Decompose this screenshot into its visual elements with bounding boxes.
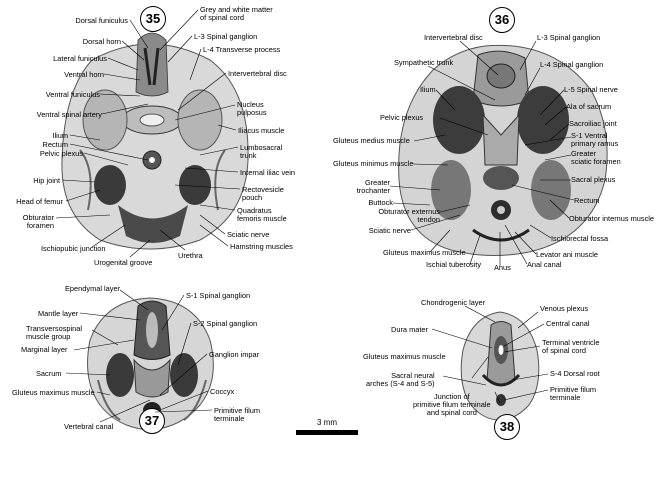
label-sacral-neural-arches: Sacral neural arches (S-4 and S-5) bbox=[366, 371, 435, 389]
label-urogenital-groove: Urogenital groove bbox=[94, 258, 153, 267]
label-ilium: Ilium bbox=[420, 85, 436, 94]
label-ischiopubic-junction: Ischiopubic junction bbox=[41, 244, 106, 253]
panel-number-35: 35 bbox=[140, 6, 166, 32]
label-gluteus-minimus: Gluteus minimus muscle bbox=[333, 159, 414, 168]
label-ependymal-layer: Ependymal layer bbox=[65, 284, 121, 293]
label-sympathetic-trunk: Sympathetic trunk bbox=[394, 58, 454, 67]
label-sciatic-nerve: Sciatic nerve bbox=[227, 230, 270, 239]
label-primitive-filum: Primitive filum terminale bbox=[214, 406, 260, 424]
label-terminal-ventricle: Terminal ventricle of spinal cord bbox=[542, 338, 600, 356]
label-gluteus-maximus: Gluteus maximus muscle bbox=[12, 388, 95, 397]
label-hamstring-muscles: Hamstring muscles bbox=[230, 242, 293, 251]
label-obturator-externus-tendon: Obturator externus tendon bbox=[378, 207, 440, 225]
label-internal-iliac-vein: Internal iliac vein bbox=[240, 168, 296, 177]
label-junction: Junction of primitive filum terminale an… bbox=[413, 392, 491, 418]
label-l4-spinal-ganglion: L-4 Spinal ganglion bbox=[540, 60, 604, 69]
label-rectovesicle-pouch: Rectovesicle pouch bbox=[242, 185, 284, 203]
label-ventral-funiculus: Ventral funiculus bbox=[45, 90, 100, 99]
label-sacroiliac-joint: Sacroiliac joint bbox=[569, 119, 617, 128]
label-dura-mater: Dura mater bbox=[391, 325, 428, 334]
label-sciatic-nerve: Sciatic nerve bbox=[368, 226, 411, 235]
label-gluteus-medius: Gluteus medius muscle bbox=[333, 136, 410, 145]
label-urethra: Urethra bbox=[178, 251, 203, 260]
label-greater-sciatic-foramen: Greater sciatic foramen bbox=[571, 149, 621, 167]
label-transversospinal: Transversospinal muscle group bbox=[26, 324, 82, 342]
label-lumbosacral-trunk: Lumbosacral trunk bbox=[240, 143, 283, 161]
panel-35: 35 Dorsal funiculus Grey and white matte… bbox=[0, 0, 333, 280]
label-ala-of-sacrum: Ala of sacrum bbox=[566, 102, 612, 111]
label-gluteus-maximus: Gluteus maximus muscle bbox=[363, 352, 446, 361]
label-pelvic-plexus: Pelvic plexus bbox=[39, 149, 83, 158]
panel-number-38: 38 bbox=[494, 414, 520, 440]
label-s1-ventral-ramus: S-1 Ventral primary ramus bbox=[571, 131, 619, 149]
scale-bar bbox=[296, 430, 358, 435]
label-s2-spinal-ganglion: S-2 Spinal ganglion bbox=[193, 319, 258, 328]
label-ventral-spinal-artery: Ventral spinal artery bbox=[36, 110, 102, 119]
label-l3-spinal-ganglion: L-3 Spinal ganglion bbox=[194, 32, 258, 41]
label-anal-canal: Anal canal bbox=[527, 260, 562, 269]
label-head-of-femur: Head of femur bbox=[16, 197, 63, 206]
label-anus: Anus bbox=[494, 263, 511, 272]
label-l5-spinal-nerve: L-5 Spinal nerve bbox=[564, 85, 618, 94]
label-dorsal-funiculus: Dorsal funiculus bbox=[75, 16, 128, 25]
label-primitive-filum: Primitive filum terminale bbox=[550, 385, 596, 403]
label-ganglion-impar: Ganglion impar bbox=[209, 350, 260, 359]
scale-bar-label: 3 mm bbox=[317, 418, 337, 427]
panel-38: 38 Chondrogenic layer Venous plexus Cent… bbox=[333, 280, 666, 484]
panel-number-37: 37 bbox=[139, 408, 165, 434]
label-l3-spinal-ganglion: L-3 Spinal ganglion bbox=[537, 33, 601, 42]
label-sacrum: Sacrum bbox=[36, 369, 62, 378]
label-gluteus-maximus: Gluteus maximus muscle bbox=[383, 248, 466, 257]
label-greater-trochanter: Greater trochanter bbox=[356, 178, 390, 196]
label-chondrogenic-layer: Chondrogenic layer bbox=[421, 298, 486, 307]
label-marginal-layer: Marginal layer bbox=[21, 345, 68, 354]
label-rectum: Rectum bbox=[42, 140, 68, 149]
label-sacral-plexus: Sacral plexus bbox=[571, 175, 616, 184]
label-levator-ani: Levator ani muscle bbox=[536, 250, 599, 259]
label-ischiorectal-fossa: Ischiorectal fossa bbox=[551, 234, 609, 243]
label-hip-joint: Hip joint bbox=[33, 176, 60, 185]
label-intervertebral-disc: Intervertebral disc bbox=[228, 69, 287, 78]
label-iliacus-muscle: Iliacus muscle bbox=[238, 126, 285, 135]
panel-number-36: 36 bbox=[489, 7, 515, 33]
label-intervertebral-disc: Intervertebral disc bbox=[424, 33, 483, 42]
label-lateral-funiculus: Lateral funiculus bbox=[53, 54, 107, 63]
label-ventral-horn: Ventral horn bbox=[64, 70, 104, 79]
label-obturator-internus: Obturator internus muscle bbox=[569, 214, 655, 223]
panel-36: 36 Intervertebral disc L-3 Spinal gangli… bbox=[333, 0, 666, 280]
label-buttock: Buttock bbox=[368, 198, 393, 207]
label-rectum: Rectum bbox=[574, 196, 600, 205]
label-obturator-foramen: Obturator foramen bbox=[22, 213, 54, 231]
label-ilium: Ilium bbox=[52, 131, 68, 140]
label-coccyx: Coccyx bbox=[210, 387, 235, 396]
label-vertebral-canal: Vertebral canal bbox=[64, 422, 114, 431]
label-grey-white-matter: Grey and white matter of spinal cord bbox=[200, 5, 273, 23]
label-ischial-tuberosity: Ischial tuberosity bbox=[426, 260, 482, 269]
label-central-canal: Central canal bbox=[546, 319, 590, 328]
label-mantle-layer: Mantle layer bbox=[38, 309, 79, 318]
label-l4-transverse-process: L-4 Transverse process bbox=[203, 45, 281, 54]
label-nucleus-pulposus: Nucleus pulposus bbox=[237, 100, 267, 118]
label-pelvic-plexus: Pelvic plexus bbox=[380, 113, 424, 122]
label-venous-plexus: Venous plexus bbox=[540, 304, 589, 313]
label-dorsal-horn: Dorsal horn bbox=[82, 37, 121, 46]
label-quadratus-femoris: Quadratus femoris muscle bbox=[237, 206, 287, 224]
panel-37: 37 Ependymal layer S-1 Spinal ganglion M… bbox=[0, 280, 300, 484]
label-s4-dorsal-root: S-4 Dorsal root bbox=[550, 369, 600, 378]
label-s1-spinal-ganglion: S-1 Spinal ganglion bbox=[186, 291, 251, 300]
